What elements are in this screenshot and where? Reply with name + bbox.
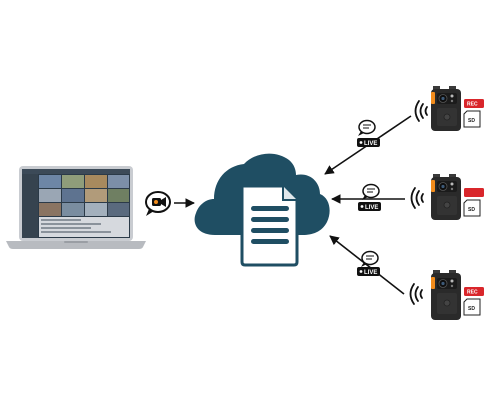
wifi-signal-icon bbox=[410, 187, 424, 209]
sd-label: SD bbox=[468, 306, 475, 312]
live-label: LIVE bbox=[364, 141, 377, 147]
body-camera-icon bbox=[431, 270, 461, 320]
live-stream-indicator-top: LIVE bbox=[357, 119, 380, 147]
chat-bubble-icon bbox=[358, 119, 376, 136]
live-badge bbox=[357, 267, 380, 276]
video-chat-bubble-icon bbox=[145, 191, 171, 216]
chat-bubble-icon bbox=[362, 183, 380, 200]
laptop-icon bbox=[6, 166, 146, 249]
live-badge bbox=[358, 202, 381, 211]
sd-card-icon: SD bbox=[463, 110, 481, 128]
arrow-bottom-camera-to-cloud bbox=[329, 235, 405, 295]
live-stream-indicator-bottom: LIVE bbox=[357, 250, 380, 276]
live-label: LIVE bbox=[364, 270, 377, 276]
laptop-screen-content bbox=[22, 169, 130, 238]
rec-label: REC bbox=[467, 102, 478, 108]
rec-label: REC bbox=[467, 290, 478, 296]
chat-bubble-icon bbox=[361, 250, 379, 267]
sd-label: SD bbox=[468, 207, 475, 213]
rec-badge bbox=[464, 188, 484, 197]
sd-label: SD bbox=[468, 118, 475, 124]
document-icon bbox=[240, 184, 299, 267]
body-camera-icon bbox=[431, 174, 461, 220]
wifi-signal-icon bbox=[414, 100, 428, 122]
live-badge bbox=[357, 138, 380, 147]
sd-card-icon: SD bbox=[463, 199, 481, 217]
body-camera-icon bbox=[431, 86, 461, 131]
live-label: LIVE bbox=[365, 205, 378, 211]
rec-badge: REC bbox=[464, 287, 484, 296]
wifi-signal-icon bbox=[409, 283, 423, 305]
live-stream-indicator-middle: LIVE bbox=[358, 183, 381, 211]
sd-card-icon: SD bbox=[463, 298, 481, 316]
rec-badge: REC bbox=[464, 99, 484, 108]
